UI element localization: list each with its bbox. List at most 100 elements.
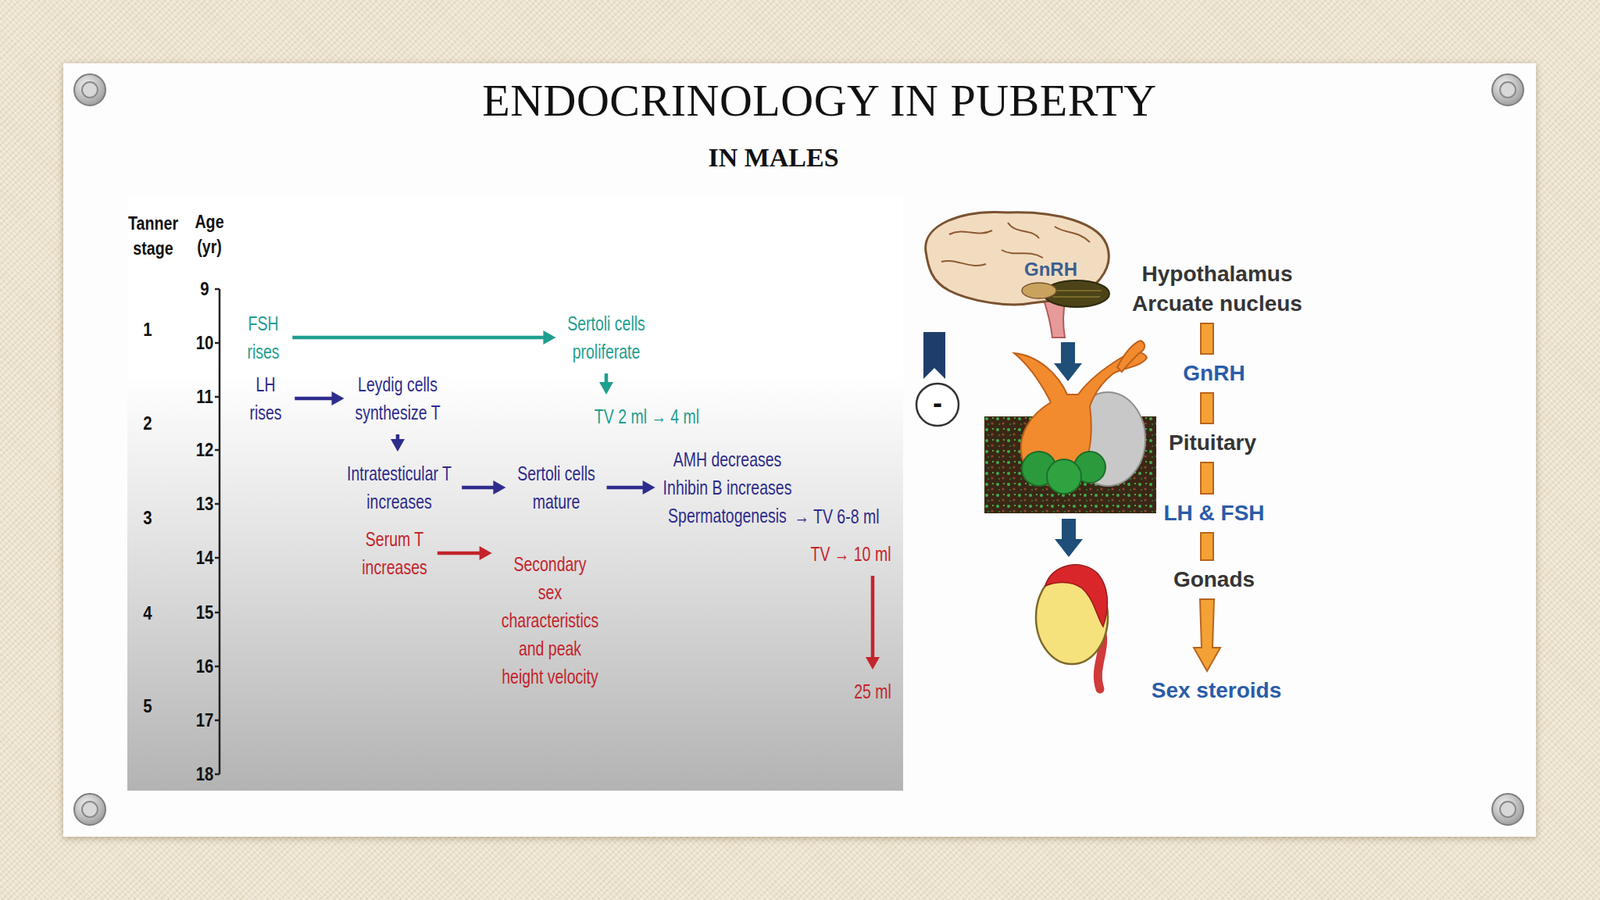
tick-label: 13	[196, 491, 215, 517]
connector	[390, 434, 405, 452]
feedback-sign: -	[932, 386, 943, 420]
brain	[925, 211, 1110, 338]
tanner-stage: 2	[142, 410, 152, 436]
node-text: Pituitary	[1168, 428, 1257, 458]
flow-bar	[1200, 532, 1214, 561]
arrowhead	[479, 546, 493, 561]
tick	[214, 719, 220, 722]
event-text: LH rises	[244, 370, 288, 427]
connector-line	[396, 434, 400, 442]
event-text: TV → 10 ml	[810, 539, 892, 568]
hypothalamus-region	[1021, 282, 1057, 299]
arrowhead	[865, 657, 880, 670]
connector-line	[294, 396, 334, 401]
event-text: TV 2 ml → 4 ml	[594, 402, 700, 431]
flow-bar	[1200, 323, 1214, 354]
axis-level: Sex steroids	[1151, 675, 1283, 706]
flow-bar	[1193, 599, 1221, 672]
tanner-stage: 3	[142, 505, 152, 531]
gnrh-arrow	[1053, 342, 1083, 382]
testis	[1035, 564, 1108, 690]
screw	[74, 74, 106, 106]
feedback-arrow	[923, 332, 946, 379]
tick-label: 9	[200, 276, 209, 302]
axis-level: Pituitary	[1168, 428, 1257, 458]
node-text: Sertoli cells mature	[513, 459, 599, 516]
volume-note: → TV 6-8 ml	[793, 502, 879, 531]
screw-inner	[1500, 801, 1516, 818]
gonadotropin-arrow	[1054, 518, 1083, 558]
event-text: Sertoli cells proliferate	[563, 309, 649, 366]
tick	[214, 665, 220, 668]
arrowhead	[332, 391, 345, 406]
tick-label: 18	[196, 761, 215, 787]
screw	[1492, 793, 1524, 825]
node-text: Sex steroids	[1151, 675, 1283, 706]
anterior-lobe	[1014, 352, 1147, 486]
tick	[214, 557, 220, 560]
connector	[1200, 462, 1214, 494]
node-text: Sertoli cells proliferate	[563, 309, 649, 366]
subtitle: IN MALES	[707, 142, 839, 173]
epididymis	[1045, 564, 1108, 627]
node-text: Serum T increases	[359, 525, 430, 582]
axis-ticks	[214, 289, 220, 775]
hormone-label: GnRH	[1024, 258, 1078, 281]
tick	[214, 773, 220, 776]
node-text: TV → 10 ml	[810, 539, 892, 568]
tick-label: 15	[196, 600, 215, 625]
chart-panel	[127, 195, 904, 791]
cerebellum-folds	[1050, 290, 1102, 297]
tick	[214, 449, 220, 452]
screw-inner	[82, 82, 98, 98]
connector	[607, 480, 656, 495]
event-text: Serum T increases	[359, 525, 430, 582]
tick-label: 11	[196, 384, 214, 410]
connector	[1200, 323, 1214, 354]
axis-title: Tanner stage	[124, 210, 183, 261]
tick-label: 14	[196, 545, 215, 571]
event-text: Intratesticular T increases	[344, 459, 454, 516]
connector	[294, 391, 344, 406]
node-text: Gonads	[1173, 564, 1255, 595]
arrowhead	[390, 439, 405, 452]
node-text: Hypothalamus Arcuate nucleus	[1111, 259, 1323, 319]
axis-level: Hypothalamus Arcuate nucleus	[1111, 259, 1323, 319]
tanner-stage: 1	[142, 317, 152, 343]
node-text: Spermatogenesis	[663, 501, 793, 530]
arrowhead	[642, 480, 656, 495]
axis-level: LH & FSH	[1163, 498, 1265, 529]
node-text: Leydig cells synthesize T	[352, 370, 444, 427]
cerebrum	[925, 211, 1110, 304]
connector	[599, 373, 614, 395]
node-text: Inhibin B increases	[663, 473, 793, 502]
tick	[214, 342, 220, 345]
node-text: LH rises	[244, 370, 288, 427]
event-text: Sertoli cells mature	[513, 459, 599, 516]
tick-label: 17	[196, 707, 215, 733]
connector	[437, 546, 493, 561]
pituitary-gland	[1014, 340, 1147, 494]
arrowhead	[599, 382, 614, 395]
arrowhead	[542, 330, 556, 345]
axis-level: Gonads	[1173, 564, 1255, 595]
tick-label: 16	[196, 653, 215, 679]
cell	[1046, 459, 1082, 494]
connector-line	[437, 551, 483, 556]
node-text: LH & FSH	[1163, 498, 1265, 529]
node-text: GnRH	[1182, 358, 1245, 389]
screw-inner	[82, 801, 98, 818]
screw	[74, 793, 106, 825]
connector-line	[461, 485, 496, 490]
tick-label: 10	[196, 330, 215, 356]
flow-bar	[1200, 462, 1214, 494]
event-text: Leydig cells synthesize T	[352, 370, 444, 427]
tick-label: 12	[196, 437, 215, 463]
tanner-stage: 5	[142, 693, 152, 719]
screws	[74, 74, 1524, 825]
slide-title: ENDOCRINOLOGY IN PUBERTY	[482, 74, 1157, 127]
connector-line	[292, 335, 546, 340]
feedback-circle	[916, 383, 959, 426]
